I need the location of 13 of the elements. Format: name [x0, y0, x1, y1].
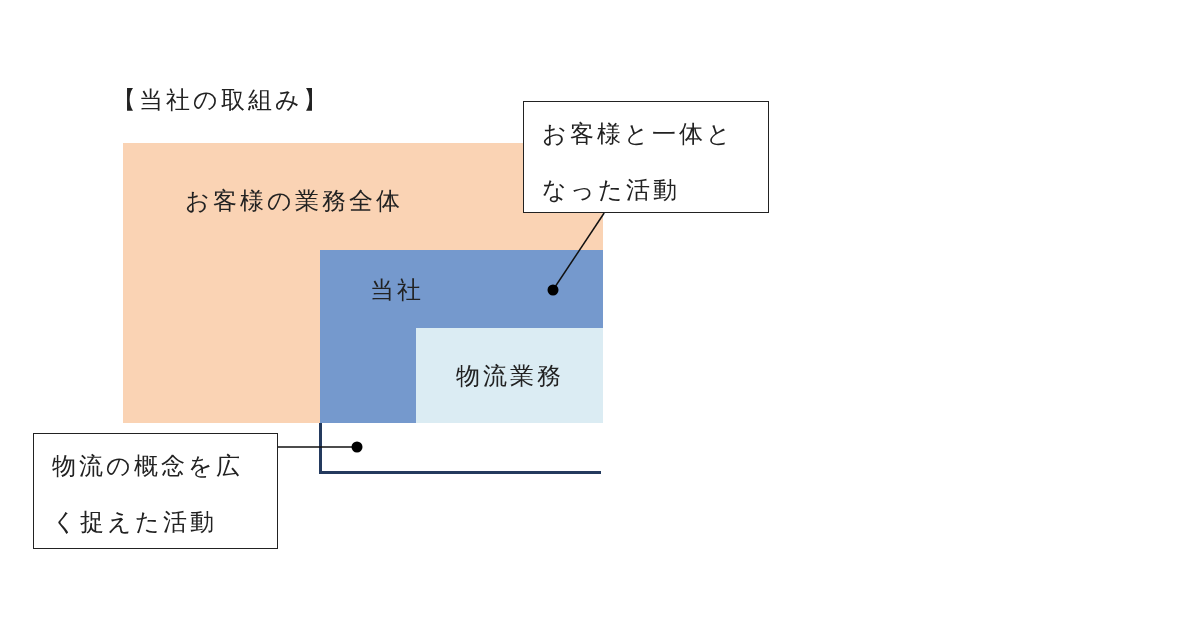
- region-label: 物流業務: [456, 361, 565, 392]
- region-label: お客様の業務全体: [185, 186, 404, 217]
- region-box: [416, 328, 603, 423]
- callout-text: お客様と一体となった活動: [542, 119, 735, 206]
- callout-text: 物流の概念を広く捉えた活動: [52, 451, 244, 538]
- region-box: [320, 250, 603, 423]
- leader-line: [277, 441, 363, 453]
- callout-box: [523, 101, 769, 213]
- bracket-line: [319, 423, 601, 474]
- region-label: 当社: [370, 275, 425, 306]
- callout-box: [33, 433, 278, 549]
- title: 【当社の取組み】: [112, 85, 330, 116]
- leader-line: [547, 212, 605, 296]
